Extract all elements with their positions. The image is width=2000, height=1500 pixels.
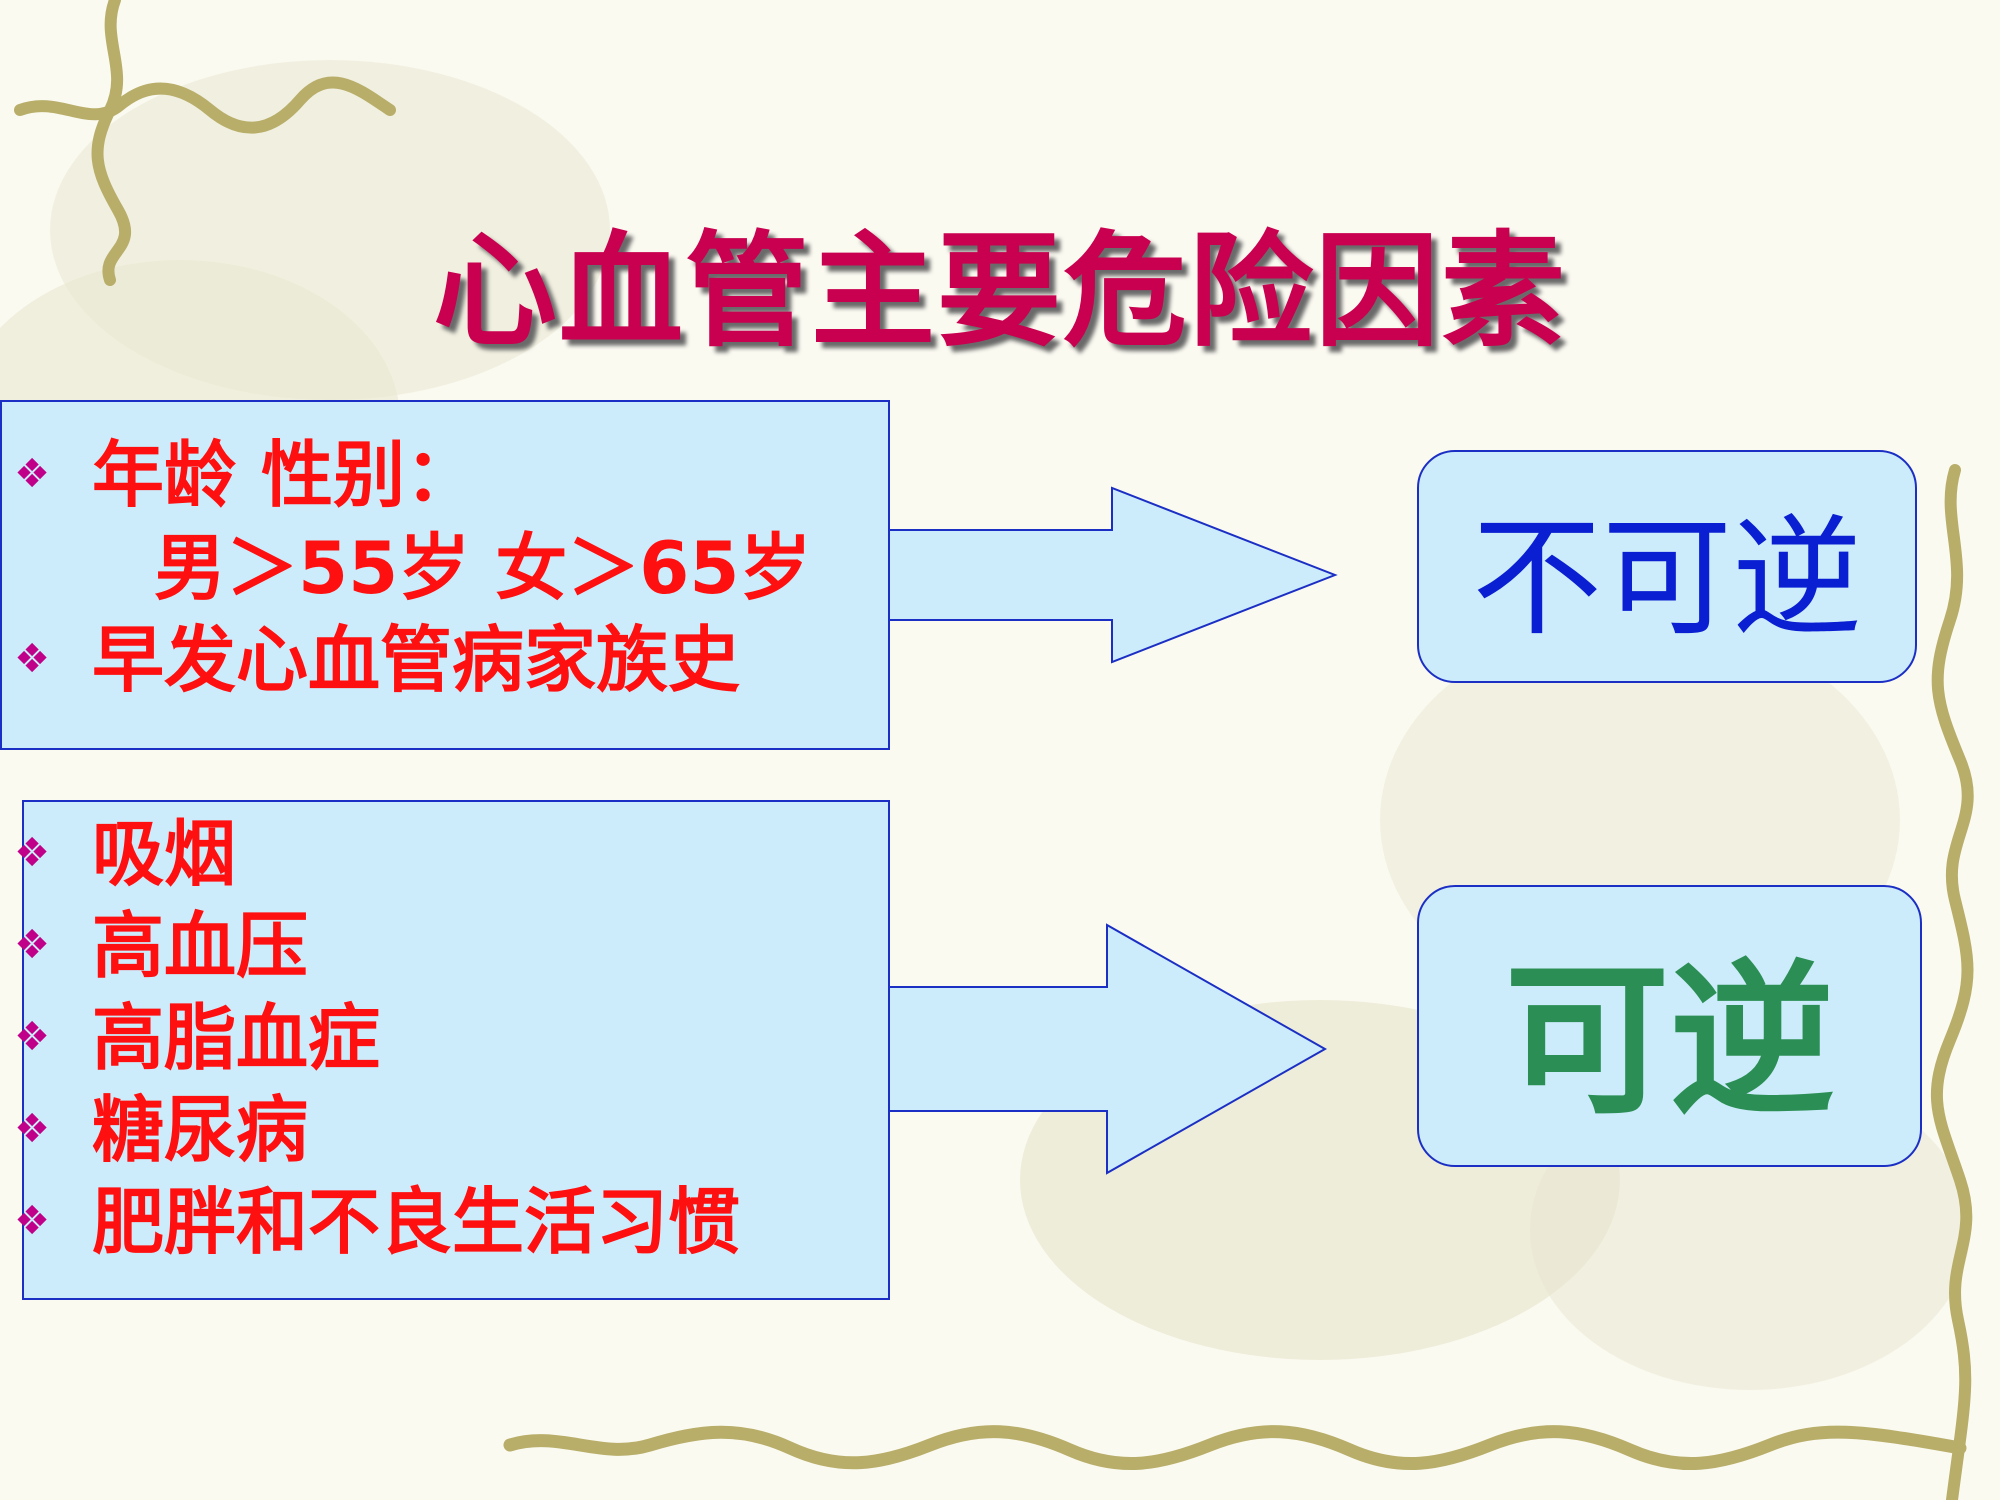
- list-item: 男＞55岁 女＞65岁: [154, 526, 812, 610]
- slide-title: 心血管主要危险因素: [432, 219, 1567, 364]
- list-item: ❖早发心血管病家族史: [2, 624, 740, 696]
- list-item: ❖肥胖和不良生活习惯: [2, 1186, 740, 1258]
- list-item: ❖年龄 性别：: [2, 439, 477, 511]
- diamond-bullet-icon: ❖: [14, 922, 50, 969]
- list-item: ❖高血压: [2, 910, 308, 982]
- irreversible-label: 不可逆: [1417, 450, 1917, 683]
- list-item: ❖糖尿病: [2, 1094, 308, 1166]
- diamond-bullet-icon: ❖: [14, 636, 50, 683]
- list-item: ❖吸烟: [2, 818, 236, 890]
- reversible-factors-box: ❖吸烟 ❖高血压 ❖高脂血症 ❖糖尿病 ❖肥胖和不良生活习惯: [14, 800, 890, 1300]
- reversible-label: 可逆: [1417, 885, 1922, 1167]
- irreversible-factors-box: ❖年龄 性别： 男＞55岁 女＞65岁 ❖早发心血管病家族史: [0, 400, 890, 750]
- diamond-bullet-icon: ❖: [14, 451, 50, 498]
- diamond-bullet-icon: ❖: [14, 1014, 50, 1061]
- diamond-bullet-icon: ❖: [14, 830, 50, 877]
- diamond-bullet-icon: ❖: [14, 1198, 50, 1245]
- list-item: ❖高脂血症: [2, 1002, 380, 1074]
- diamond-bullet-icon: ❖: [14, 1106, 50, 1153]
